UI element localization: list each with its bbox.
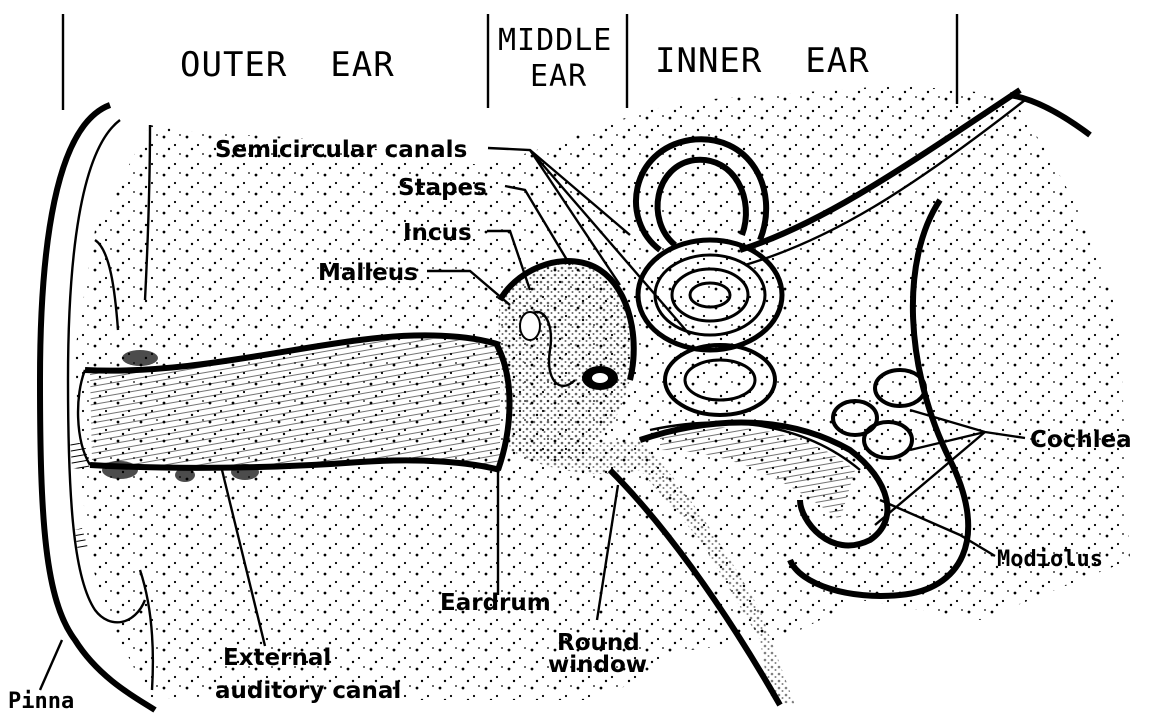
label-cochlea: Cochlea <box>1030 427 1132 453</box>
leader-pinna <box>40 640 62 690</box>
external-auditory-canal <box>78 335 500 482</box>
label-malleus: Malleus <box>318 260 418 286</box>
label-external-line2: auditory canal <box>215 678 401 704</box>
section-label-middle-ear-line2: EAR <box>530 59 587 94</box>
label-external-line1: External <box>223 645 331 671</box>
label-pinna: Pinna <box>8 689 74 714</box>
label-incus: Incus <box>403 220 472 246</box>
label-eardrum: Eardrum <box>440 590 551 616</box>
section-label-middle-ear-line1: MIDDLE <box>498 23 612 58</box>
section-label-outer-ear: OUTER EAR <box>180 45 395 85</box>
section-label-inner-ear: INNER EAR <box>655 41 870 81</box>
label-stapes: Stapes <box>398 175 487 201</box>
label-semicircular-canals: Semicircular canals <box>215 137 467 163</box>
label-round-window-line2: window <box>548 652 647 678</box>
label-modiolus: Modiolus <box>997 547 1103 572</box>
